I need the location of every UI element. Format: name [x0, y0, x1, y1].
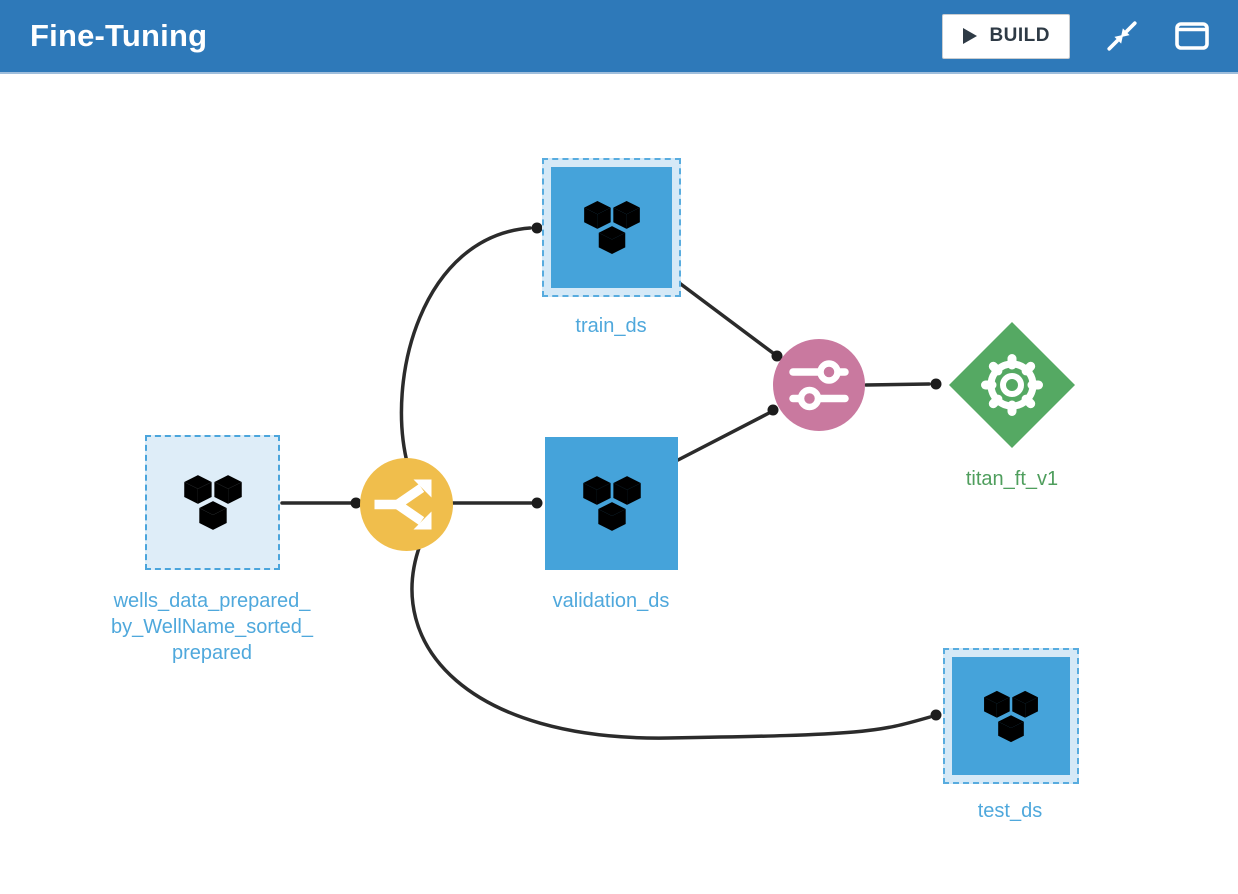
node-label-titan: titan_ft_v1	[965, 468, 1059, 490]
edge-split-to-test	[410, 543, 932, 740]
node-dataset-validation[interactable]	[545, 437, 678, 570]
node-label-wells: wells_data_prepared_ by_WellName_sorted_…	[111, 590, 313, 664]
node-model-titan[interactable]	[947, 320, 1077, 450]
cubes-dataset-icon	[180, 471, 246, 534]
header-actions: BUILD	[942, 13, 1210, 59]
page-title: Fine-Tuning	[30, 18, 208, 53]
cubes-dataset-icon	[980, 687, 1042, 746]
sliders-icon	[789, 360, 849, 411]
node-label-validation: validation_ds	[552, 590, 670, 612]
node-recipe-split[interactable]	[360, 458, 453, 551]
edge-endpoint-dot	[531, 222, 543, 234]
edge-endpoint-dot	[930, 709, 942, 721]
edge-split-to-train	[399, 226, 532, 468]
build-button-label: BUILD	[989, 25, 1050, 46]
cubes-dataset-icon	[579, 472, 645, 535]
edge-endpoint-dot	[531, 497, 543, 509]
window-icon[interactable]	[1174, 20, 1210, 52]
node-label-test: test_ds	[977, 800, 1043, 822]
flow-canvas[interactable]: wells_data_prepared_ by_WellName_sorted_…	[0, 74, 1238, 892]
diamond-shape	[949, 322, 1075, 448]
node-dataset-train[interactable]	[542, 158, 681, 297]
edge-endpoint-dot	[767, 404, 779, 416]
build-button[interactable]: BUILD	[942, 13, 1070, 59]
gear-icon	[981, 354, 1043, 416]
cubes-dataset-icon	[580, 197, 644, 258]
node-dataset-wells[interactable]	[145, 435, 280, 570]
node-recipe-finetune[interactable]	[773, 339, 865, 431]
split-arrows-icon	[374, 479, 432, 530]
edge-endpoint-dot	[350, 497, 362, 509]
play-icon	[963, 28, 978, 44]
edge-endpoint-dot	[930, 378, 942, 390]
flow-edges	[280, 222, 942, 740]
panel-header: Fine-Tuning BUILD	[0, 0, 1238, 74]
edge-validation-to-finetune	[676, 411, 771, 462]
edge-finetune-to-model	[864, 382, 931, 387]
node-label-train: train_ds	[575, 315, 647, 337]
collapse-icon[interactable]	[1106, 20, 1138, 52]
node-dataset-test[interactable]	[943, 648, 1079, 784]
